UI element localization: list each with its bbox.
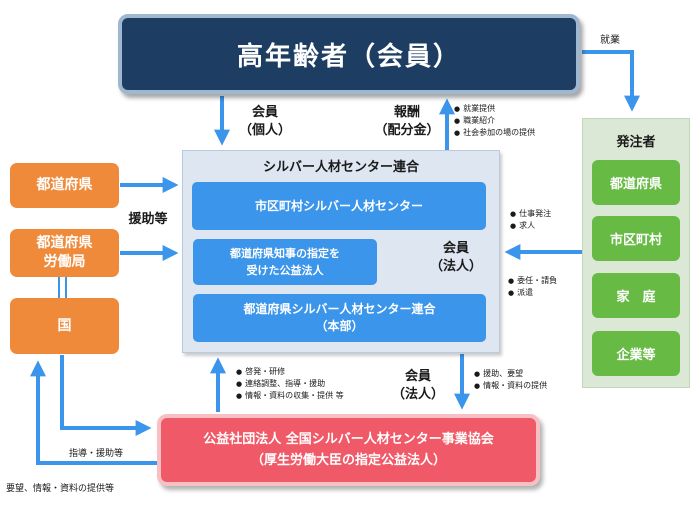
client-company-box: 企業等	[592, 331, 680, 376]
association-name: 公益社団法人 全国シルバー人材センター事業協会	[203, 432, 494, 447]
governor-designated-label: 都道府県知事の指定を 受けた公益法人	[230, 247, 340, 277]
bullet-item: 啓発・研修	[236, 366, 344, 378]
remuneration-label: 報酬 （配分金）	[374, 105, 440, 138]
member-corporate-inner-label: 会員 （法人）	[429, 241, 482, 274]
assoc-support-bullet-list: 援助、要望 情報・資料の提供	[474, 368, 547, 392]
labor-bureau-label: 都道府県 労働局	[36, 235, 93, 270]
enlightenment-bullet-list: 啓発・研修 連絡調整、指導・援助 情報・資料の収集・提供 等	[236, 366, 344, 402]
pref-center-label: 都道府県シルバー人材センター連合 （本部）	[243, 302, 436, 333]
request-label: 要望、情報・資料の提供等	[6, 484, 115, 494]
country-box: 国	[10, 298, 119, 354]
arrow-employment	[582, 50, 640, 112]
elderly-members-box: 高年齢者（会員）	[118, 14, 580, 94]
client-household-box: 家 庭	[592, 273, 680, 318]
association-designation: （厚生労働大臣の指定公益法人）	[250, 453, 446, 468]
bullet-item: 職業紹介	[454, 115, 535, 127]
bullet-item: 仕事発注	[510, 208, 551, 220]
bullet-item: 援助、要望	[474, 368, 547, 380]
bullet-item: 情報・資料の提供	[474, 380, 547, 392]
elderly-members-title: 高年齢者（会員）	[236, 41, 461, 72]
client-city-box: 市区町村	[592, 216, 680, 261]
member-individual-label: 会員 （個人）	[238, 105, 291, 138]
bullet-item: 委任・請負	[508, 275, 557, 287]
top-bullet-list: 就業提供 職業紹介 社会参加の場の提供	[454, 103, 535, 139]
pref-center-box: 都道府県シルバー人材センター連合 （本部）	[193, 294, 486, 342]
arrow-request	[30, 360, 157, 465]
city-center-label: 市区町村シルバー人材センター	[254, 198, 423, 213]
country-label: 国	[57, 317, 72, 334]
employment-label: 就業	[600, 35, 620, 46]
client-company-label: 企業等	[616, 348, 656, 363]
client-title: 発注者	[616, 134, 656, 150]
support-label: 援助等	[128, 212, 168, 227]
client-order-bullet-list: 仕事発注 求人	[510, 208, 551, 232]
prefecture-box: 都道府県	[10, 163, 119, 208]
bullet-item: 社会参加の場の提供	[454, 127, 535, 139]
arrow-guidance	[60, 355, 152, 436]
governor-designated-box: 都道府県知事の指定を 受けた公益法人	[193, 239, 377, 285]
city-center-box: 市区町村シルバー人材センター	[192, 182, 486, 230]
client-prefecture-label: 都道府県	[609, 177, 662, 192]
labor-bureau-box: 都道府県 労働局	[10, 229, 119, 277]
national-association-box: 公益社団法人 全国シルバー人材センター事業協会 （厚生労働大臣の指定公益法人）	[157, 414, 540, 486]
consignment-bullet-list: 委任・請負 派遣	[508, 275, 557, 299]
guidance-label: 指導・援助等	[69, 449, 124, 459]
client-household-label: 家 庭	[616, 290, 656, 305]
federation-title: シルバー人材センター連合	[262, 159, 419, 175]
prefecture-label: 都道府県	[36, 177, 93, 193]
bullet-item: 就業提供	[454, 103, 535, 115]
client-city-label: 市区町村	[609, 233, 662, 248]
bullet-item: 求人	[510, 220, 551, 232]
bullet-item: 連絡調整、指導・援助	[236, 378, 344, 390]
client-prefecture-box: 都道府県	[592, 160, 680, 205]
bullet-item: 情報・資料の収集・提供 等	[236, 390, 344, 402]
bullet-item: 派遣	[508, 287, 557, 299]
member-corporate-lower-label: 会員 （法人）	[391, 369, 444, 402]
